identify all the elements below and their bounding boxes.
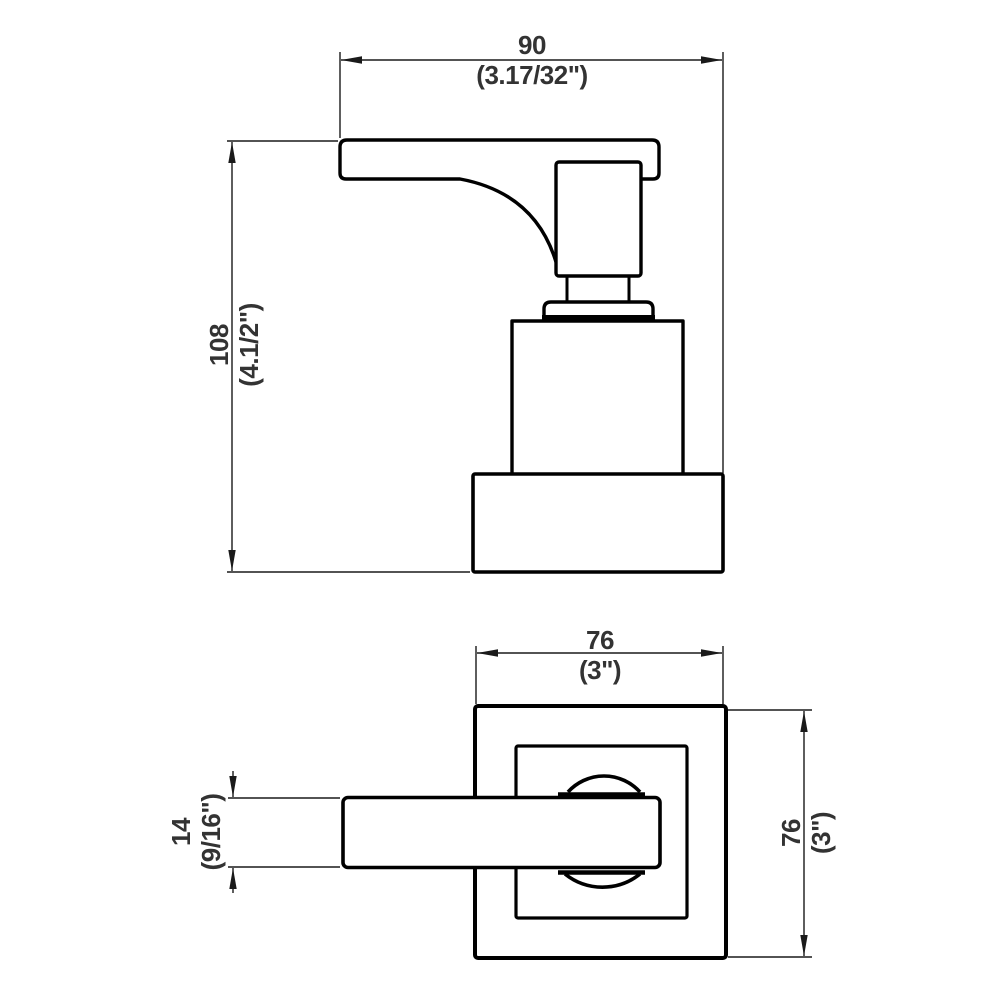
handle-width-inches: (3.17/32") (476, 60, 588, 90)
lever-thickness-inches: (9/16") (196, 793, 226, 871)
dimension-label-overall-height: 108 (4.1/2") (204, 303, 264, 386)
handle-hub-top-arc (566, 774, 642, 794)
plate-height-inches: (3") (806, 811, 836, 855)
lever-handle-profile (338, 138, 661, 263)
arrowheads-group (228, 56, 808, 956)
handle-post (554, 160, 643, 278)
arrow-plate-width-right (701, 649, 722, 657)
arrow-handle-width-left (341, 56, 362, 64)
lever-handle-front (341, 795, 662, 870)
plate-width-mm: 76 (586, 625, 614, 655)
dimension-label-plate-height: 76 (3") (776, 812, 836, 854)
dimension-label-handle-width: 90 (3.17/32") (476, 30, 588, 90)
arrow-overall-height-bottom (228, 550, 236, 571)
dimension-label-lever-thickness: 14 (9/16") (166, 794, 226, 871)
arrow-plate-height-top (800, 711, 808, 732)
arrow-handle-width-right (701, 56, 722, 64)
lever-thickness-mm: 14 (166, 818, 196, 846)
arrow-overall-height-top (228, 142, 236, 163)
mounting-base (471, 472, 725, 574)
dimension-label-plate-width: 76 (3") (578, 625, 622, 685)
arrow-plate-width-left (477, 649, 498, 657)
handle-width-mm: 90 (518, 30, 546, 60)
arrow-lever-thickness-lower (229, 868, 237, 889)
stem-flange (542, 300, 655, 317)
arrow-plate-height-bottom (800, 935, 808, 956)
valve-body (510, 319, 685, 474)
handle-hub-bottom-arc (563, 872, 642, 889)
side-elevation-view (338, 138, 725, 574)
arrow-lever-thickness-upper (229, 776, 237, 797)
valve-stem (565, 276, 631, 302)
plate-width-inches: (3") (578, 655, 622, 685)
overall-height-mm: 108 (204, 324, 234, 366)
plate-height-mm: 76 (776, 819, 806, 847)
dimension-lines-group (227, 52, 812, 958)
front-plan-view (341, 704, 728, 960)
overall-height-inches: (4.1/2") (234, 303, 264, 387)
